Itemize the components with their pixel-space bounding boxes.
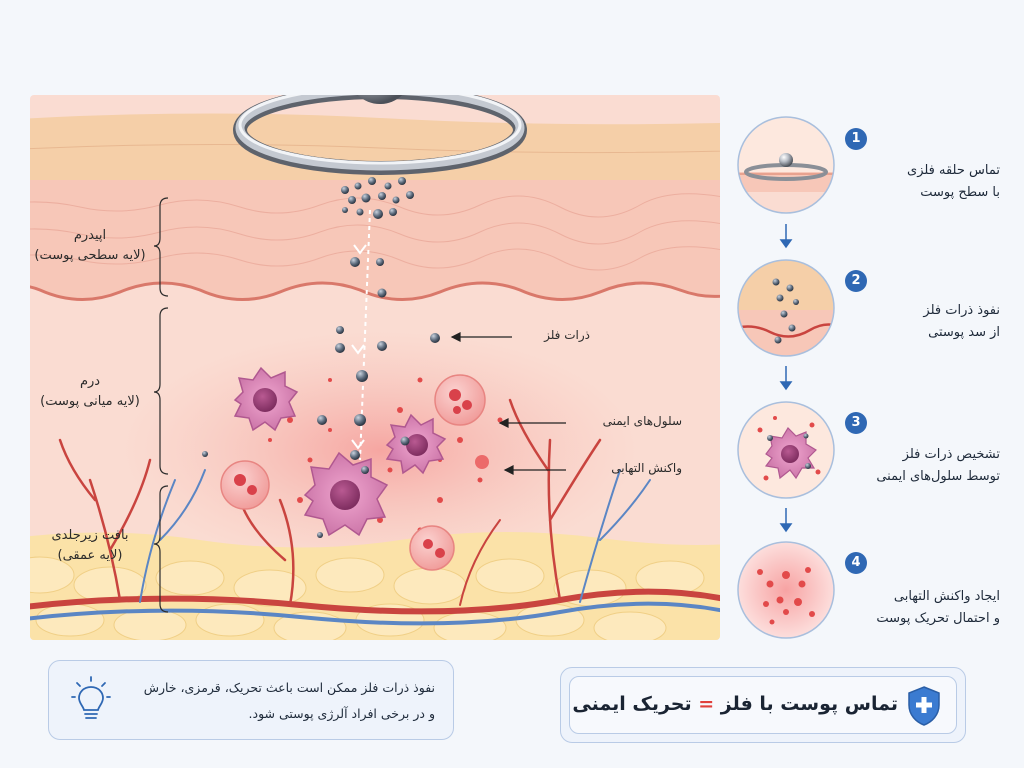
skin-block xyxy=(30,95,720,640)
info-note-text: نفوذ ذرات فلز ممکن است باعث تحریک، قرمزی… xyxy=(115,675,435,727)
metal-ring-illustration xyxy=(233,95,527,175)
shield-plus-icon xyxy=(908,686,940,726)
epidermis-name: اپیدرم xyxy=(73,228,107,243)
blood-vessels xyxy=(30,398,720,626)
info-note-box: نفوذ ذرات فلز ممکن است باعث تحریک، قرمزی… xyxy=(48,660,454,740)
step-2-line2: از سد پوستی xyxy=(928,325,1000,340)
step-4-badge: 4 xyxy=(845,552,867,574)
step-4-text: ایجاد واکنش التهابی و احتمال تحریک پوست xyxy=(870,586,1000,630)
inflammatory-response-label: واکنش التهابی xyxy=(611,461,682,475)
step-2-illustration xyxy=(737,259,835,357)
step-1-text: تماس حلقه فلزی با سطح پوست xyxy=(870,160,1000,204)
summary-equals: = xyxy=(698,693,715,715)
metal-particles xyxy=(202,177,440,538)
epidermis-layer xyxy=(30,180,720,300)
subcutis-name: بافت زیرجلدی xyxy=(51,528,129,543)
epidermis-desc: (لایه سطحی پوست) xyxy=(34,248,146,263)
info-note-line2: و در برخی افراد آلرژی پوستی شود. xyxy=(248,706,435,721)
info-note-line1: نفوذ ذرات فلز ممکن است باعث تحریک، قرمزی… xyxy=(143,680,435,695)
subcutis-label: بافت زیرجلدی (لایه عمقی) xyxy=(25,526,155,566)
step-2-text: نفوذ ذرات فلز از سد پوستی xyxy=(870,300,1000,344)
step-4-line2: و احتمال تحریک پوست xyxy=(876,611,1000,626)
step-3-illustration xyxy=(737,401,835,499)
step-3-line1: تشخیص ذرات فلز xyxy=(902,447,1000,462)
step-2-badge: 2 xyxy=(845,270,867,292)
step-arrows xyxy=(779,224,793,533)
layer-braces xyxy=(153,197,169,613)
step-3-badge: 3 xyxy=(845,412,867,434)
summary-text: تماس پوست با فلز = تحریک ایمنی xyxy=(572,693,898,715)
step-4-illustration xyxy=(737,541,835,639)
dermis-label: درم (لایه میانی پوست) xyxy=(25,372,155,412)
step-1-badge: 1 xyxy=(845,128,867,150)
inflammation-dots xyxy=(247,377,503,533)
lightbulb-icon xyxy=(71,676,111,719)
skin-surface xyxy=(30,113,720,180)
dermis-desc: (لایه میانی پوست) xyxy=(40,394,140,409)
step-3-text: تشخیص ذرات فلز توسط سلول‌های ایمنی xyxy=(870,444,1000,488)
subcutis-desc: (لایه عمقی) xyxy=(57,548,123,563)
dermis-name: درم xyxy=(79,374,101,389)
step-2-line1: نفوذ ذرات فلز xyxy=(923,303,1000,318)
step-1-illustration xyxy=(737,116,835,214)
summary-part2: تحریک ایمنی xyxy=(572,693,692,715)
step-4-line1: ایجاد واکنش التهابی xyxy=(893,589,1000,604)
step-1-line2: با سطح پوست xyxy=(920,185,1000,200)
immune-cells-label: سلول‌های ایمنی xyxy=(602,414,682,428)
summary-part1: تماس پوست با فلز xyxy=(720,693,898,715)
metal-particles-label: ذرات فلز xyxy=(544,328,590,342)
summary-inner: تماس پوست با فلز = تحریک ایمنی xyxy=(569,676,957,734)
epidermis-label: اپیدرم (لایه سطحی پوست) xyxy=(25,226,155,266)
step-1-line1: تماس حلقه فلزی xyxy=(907,163,1000,178)
callout-arrows xyxy=(450,332,566,475)
summary-box: تماس پوست با فلز = تحریک ایمنی xyxy=(560,667,966,743)
step-3-line2: توسط سلول‌های ایمنی xyxy=(876,469,1000,484)
red-cell-group xyxy=(220,374,489,571)
immune-cells xyxy=(233,366,447,537)
